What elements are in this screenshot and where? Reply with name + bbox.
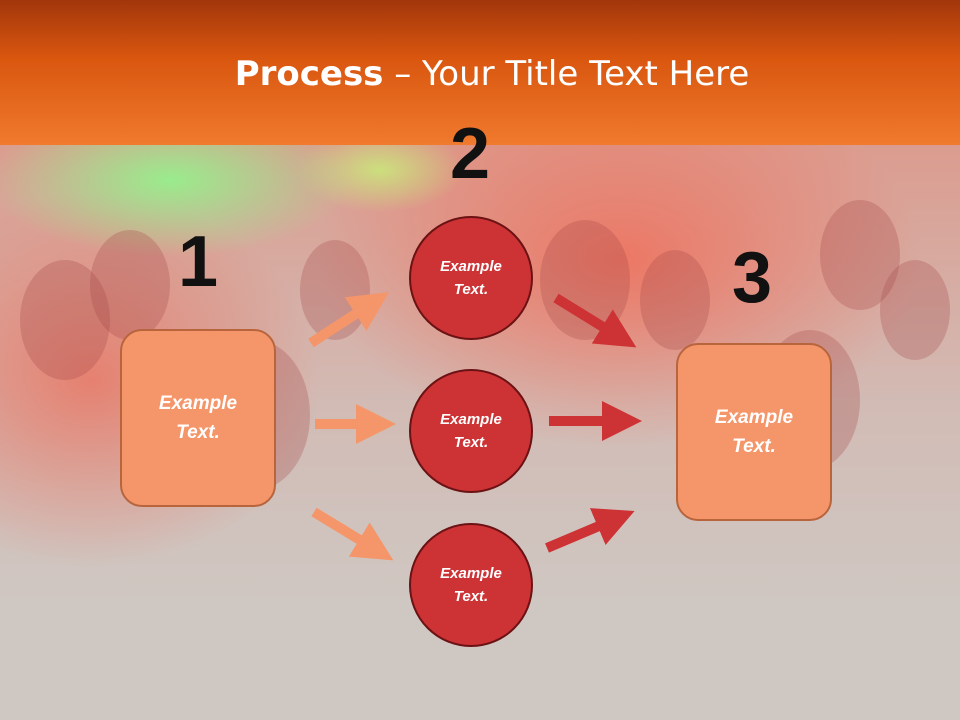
step-number-2: 2	[450, 114, 491, 194]
start-box-text: Example Text.	[158, 393, 238, 443]
title-rest: – Your Title Text Here	[383, 54, 750, 94]
end-box-text: Example Text.	[714, 407, 794, 457]
middle-circle-top-text: Example Text.	[440, 258, 502, 298]
middle-circle-top: Example Text.	[409, 216, 533, 340]
middle-circle-center-text: Example Text.	[440, 411, 502, 451]
arrow-start-to-top	[308, 292, 390, 348]
start-box: Example Text.	[120, 329, 276, 507]
title-bar	[0, 0, 960, 145]
middle-circle-bottom: Example Text.	[409, 523, 533, 647]
end-box: Example Text.	[676, 343, 832, 521]
middle-circle-center: Example Text.	[409, 369, 533, 493]
step-number-3: 3	[732, 238, 773, 318]
slide-title: Process – Your Title Text Here	[0, 52, 960, 96]
middle-circle-bottom-text: Example Text.	[440, 565, 502, 605]
arrow-start-to-bottom	[311, 507, 394, 561]
step-number-1: 1	[178, 222, 219, 302]
arrow-bottom-to-end	[545, 508, 635, 553]
title-bold: Process	[234, 54, 384, 94]
arrow-top-to-end	[553, 293, 637, 348]
